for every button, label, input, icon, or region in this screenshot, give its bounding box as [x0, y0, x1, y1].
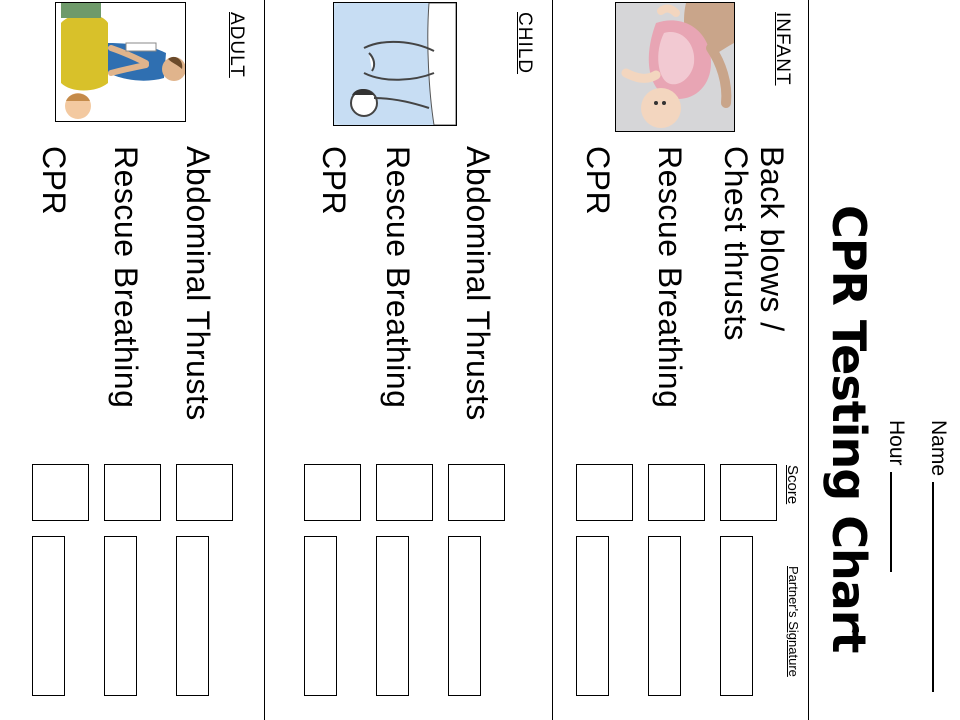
infant-back-blows-illustration — [615, 2, 735, 132]
infant-score-box-back-blows[interactable] — [720, 464, 777, 521]
page-title: CPR Testing Chart — [822, 205, 876, 653]
adult-signature-box-abdominal-thrusts[interactable] — [176, 536, 209, 696]
hour-line[interactable] — [890, 471, 910, 572]
name-label: Name — [927, 420, 950, 477]
infant-item-cpr: CPR — [580, 146, 616, 216]
section-divider-infant-child — [552, 0, 553, 720]
section-label-child: CHILD — [514, 12, 535, 75]
child-signature-box-cpr[interactable] — [304, 536, 337, 696]
adult-item-abdominal-thrusts: Abdominal Thrusts — [180, 146, 216, 421]
adult-item-rescue-breathing: Rescue Breathing — [108, 146, 144, 409]
adult-score-box-cpr[interactable] — [32, 464, 89, 521]
signature-header: Partner's Signature — [786, 566, 801, 677]
section-label-adult: ADULT — [226, 12, 247, 78]
header-divider — [808, 0, 809, 720]
adult-abdominal-thrusts-illustration — [55, 2, 186, 122]
infant-signature-box-rescue-breathing[interactable] — [648, 536, 681, 696]
adult-illustration-graphic — [56, 3, 185, 121]
child-signature-box-abdominal-thrusts[interactable] — [448, 536, 481, 696]
child-abdominal-thrusts-illustration — [333, 2, 457, 126]
hour-label: Hour — [885, 420, 908, 466]
child-item-rescue-breathing: Rescue Breathing — [380, 146, 416, 409]
hour-field: Hour — [885, 420, 910, 572]
section-label-infant: INFANT — [772, 12, 793, 86]
adult-item-cpr: CPR — [36, 146, 72, 216]
section-divider-child-adult — [264, 0, 265, 720]
child-illustration-graphic — [334, 3, 456, 125]
infant-signature-box-back-blows[interactable] — [720, 536, 753, 696]
infant-signature-box-cpr[interactable] — [576, 536, 609, 696]
child-score-box-rescue-breathing[interactable] — [376, 464, 433, 521]
infant-item-rescue-breathing: Rescue Breathing — [652, 146, 688, 409]
infant-score-box-rescue-breathing[interactable] — [648, 464, 705, 521]
child-item-cpr: CPR — [316, 146, 352, 216]
adult-score-box-abdominal-thrusts[interactable] — [176, 464, 233, 521]
score-header: Score — [784, 465, 801, 505]
adult-score-box-rescue-breathing[interactable] — [104, 464, 161, 521]
infant-item-chest-thrusts: Chest thrusts — [718, 146, 754, 342]
infant-item-back-blows: Back blows / — [754, 146, 790, 332]
adult-signature-box-cpr[interactable] — [32, 536, 65, 696]
child-score-box-cpr[interactable] — [304, 464, 361, 521]
name-field: Name — [927, 420, 952, 693]
infant-illustration-graphic — [616, 3, 734, 131]
child-signature-box-rescue-breathing[interactable] — [376, 536, 409, 696]
name-line[interactable] — [932, 482, 952, 693]
child-score-box-abdominal-thrusts[interactable] — [448, 464, 505, 521]
adult-signature-box-rescue-breathing[interactable] — [104, 536, 137, 696]
infant-score-box-cpr[interactable] — [576, 464, 633, 521]
child-item-abdominal-thrusts: Abdominal Thrusts — [460, 146, 496, 421]
